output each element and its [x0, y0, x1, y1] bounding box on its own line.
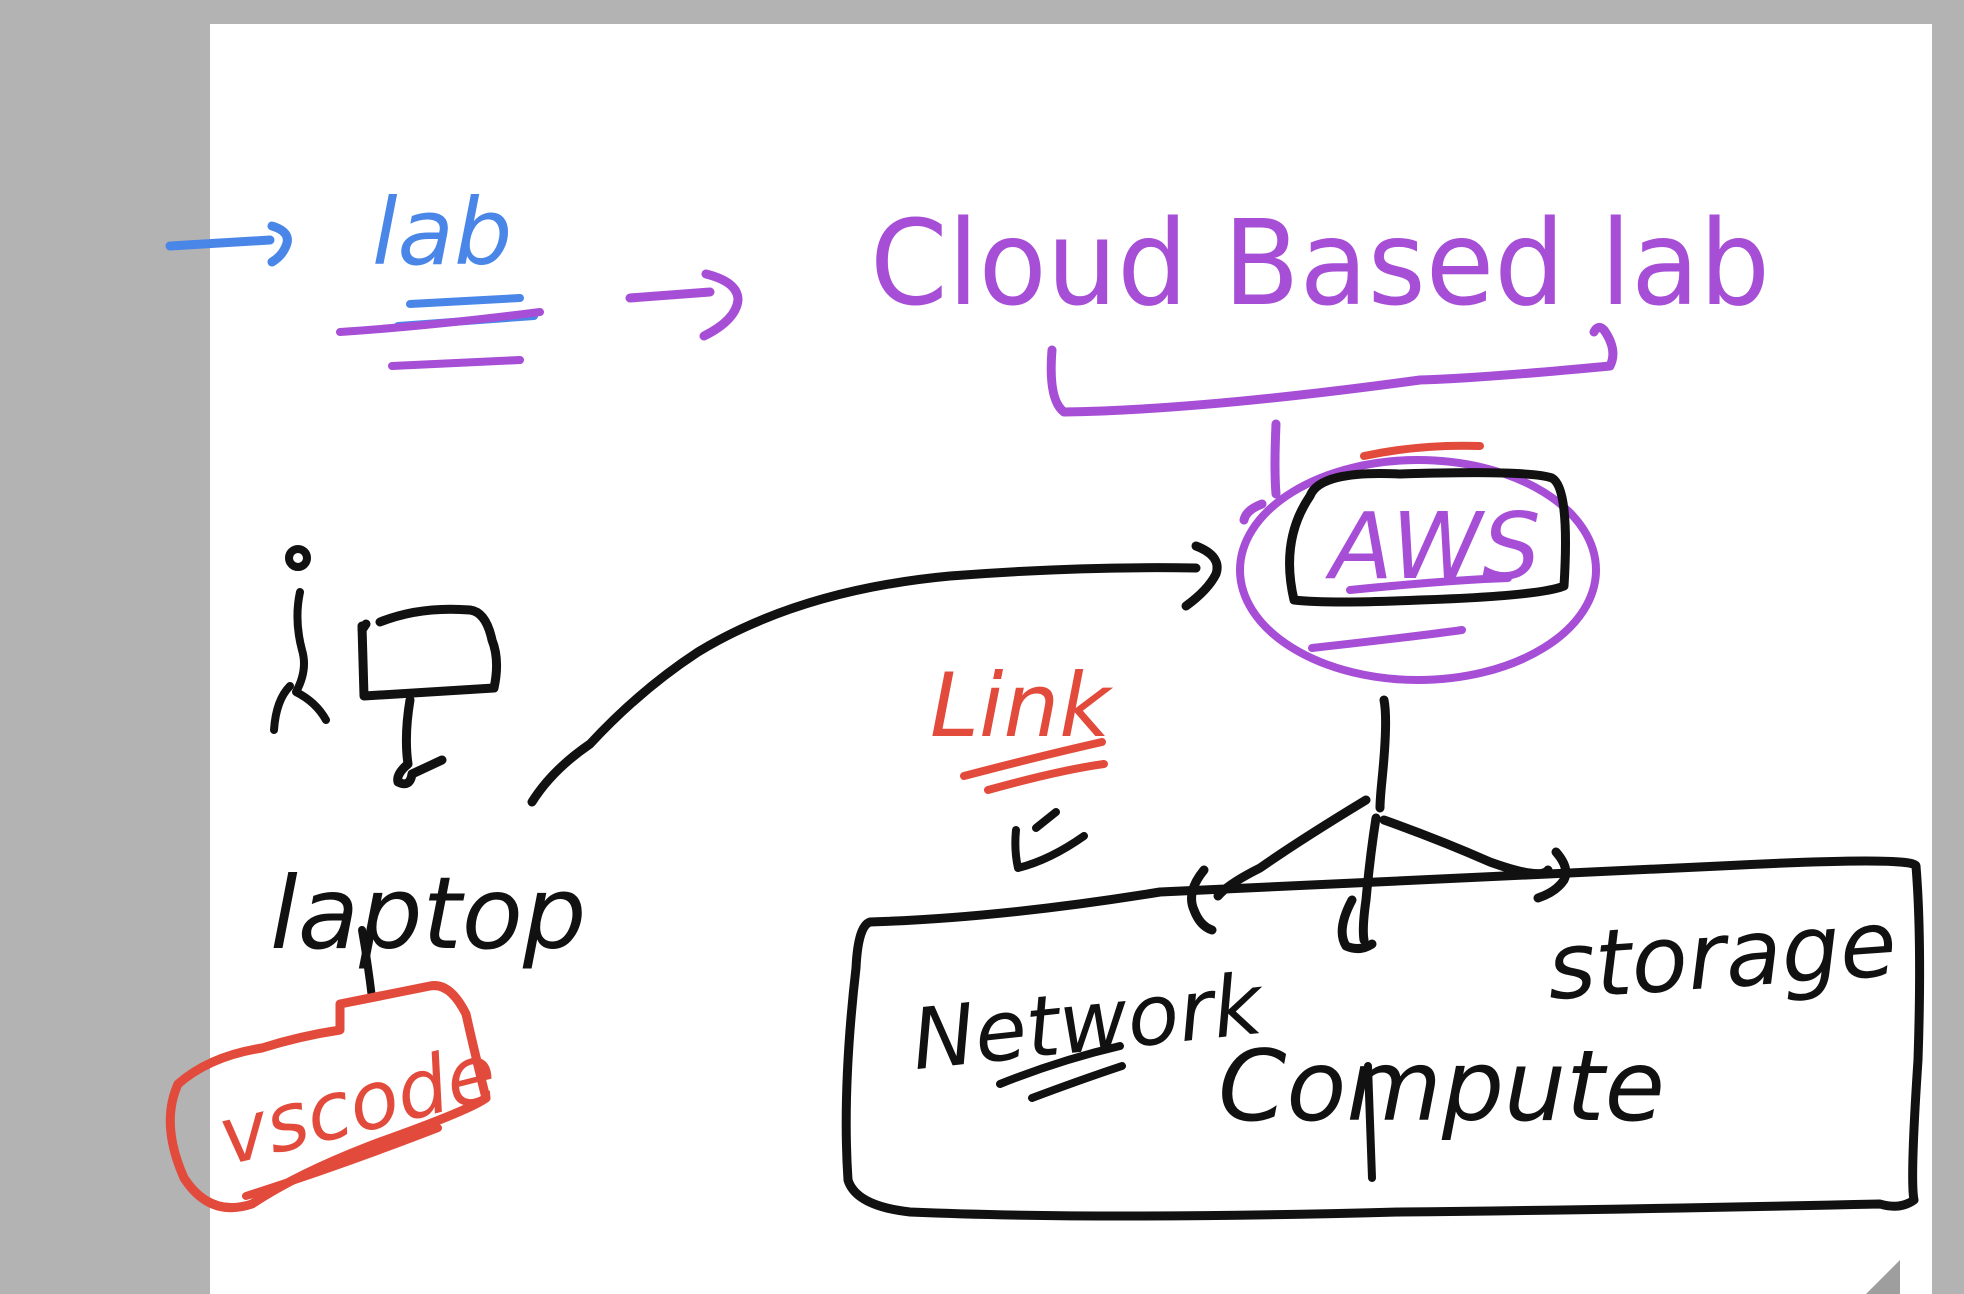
services-box	[841, 856, 1925, 1221]
aws-group: AWS	[1236, 441, 1600, 684]
aws-red-overline	[1360, 441, 1484, 460]
lab-label: lab	[372, 179, 512, 286]
aws-underline	[1308, 574, 1512, 652]
vscode-group: vscode	[165, 981, 505, 1213]
blue-arrow-icon	[165, 221, 292, 267]
lab-group: lab	[165, 179, 544, 370]
connection-arrow-icon	[527, 563, 1201, 807]
laptop-descender-line	[358, 926, 376, 1002]
laptop-screen-icon	[357, 604, 502, 701]
link-group: Link	[930, 654, 1113, 872]
curly-brace	[1046, 322, 1618, 417]
compute-descender-line	[1364, 1062, 1376, 1182]
laptop-stand-icon	[393, 695, 447, 789]
network-underline	[996, 1042, 1126, 1102]
laptop-doodle	[270, 545, 502, 789]
cloud-based-lab-label: Cloud Based lab	[870, 194, 1770, 332]
branch-lines	[1213, 795, 1553, 945]
person-body-icon	[270, 588, 330, 734]
laptop-label: laptop	[270, 855, 586, 972]
aws-ellipse	[1236, 456, 1600, 684]
purple-arrow-icon	[625, 269, 743, 341]
lab-underline-purple	[336, 308, 544, 370]
brace-connector-line	[1239, 419, 1281, 525]
link-underline	[960, 738, 1108, 794]
compute-label: Compute	[1218, 1030, 1665, 1144]
network-label: Network	[907, 955, 1269, 1089]
connection-arrowhead-icon	[1181, 541, 1222, 611]
branch-arrowheads-icon	[1187, 847, 1571, 954]
checkmark-icon	[1011, 808, 1088, 872]
aws-black-box	[1285, 468, 1570, 607]
services-group: Network Compute storage	[841, 856, 1925, 1221]
storage-label: storage	[1544, 890, 1900, 1021]
cloud-based-lab-group: Cloud Based lab	[870, 194, 1770, 525]
person-head-icon	[285, 545, 311, 571]
aws-down-line	[1375, 695, 1391, 813]
page-corner-fold	[1866, 1260, 1900, 1294]
vscode-underline	[242, 1124, 442, 1200]
link-label: Link	[930, 654, 1113, 757]
